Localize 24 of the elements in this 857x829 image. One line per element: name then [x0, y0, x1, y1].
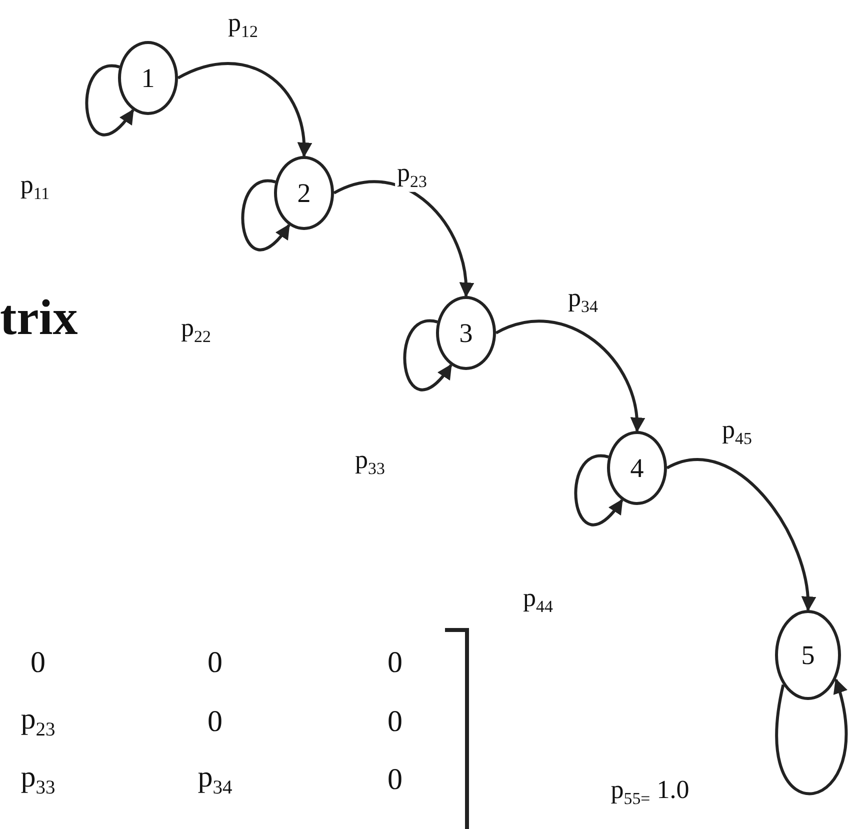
self-loop-arrow — [403, 320, 452, 391]
matrix-entry: 0 — [208, 646, 222, 680]
matrix-entry: 0 — [388, 763, 402, 797]
state-number: 2 — [297, 178, 311, 208]
self-loop-arrow — [776, 678, 848, 795]
arrow — [666, 458, 816, 612]
state-number: 3 — [459, 318, 473, 348]
state-number: 5 — [801, 640, 815, 670]
matrix-entry: 0 — [30, 646, 46, 680]
arrow — [495, 320, 644, 432]
matrix-entry: p$_{34}$ — [198, 760, 232, 800]
arrow — [177, 62, 312, 158]
state-number: 4 — [630, 452, 644, 484]
self-loop-arrow — [574, 454, 624, 526]
matrix-entry: 0 — [388, 646, 402, 680]
matrix-entry: 0 — [388, 705, 402, 739]
matrix-entry: p$_{33}$ — [20, 760, 56, 800]
state-number: 1 — [141, 62, 155, 94]
self-loop-arrow — [241, 180, 290, 251]
matrix-entry: 0 — [208, 705, 222, 739]
heading-fragment: trix — [0, 288, 78, 346]
matrix-entry: p$_{23}$ — [20, 702, 56, 742]
arrow — [333, 180, 474, 298]
self-loop-arrow — [85, 64, 134, 136]
